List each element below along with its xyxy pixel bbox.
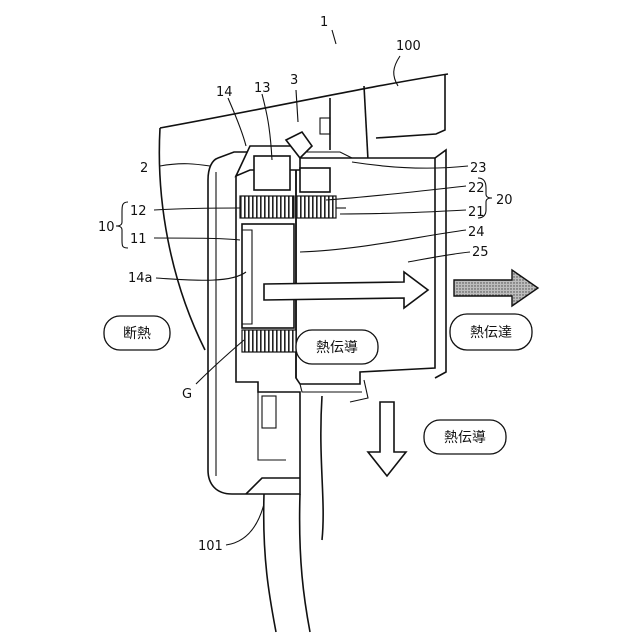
label-13: 13 bbox=[254, 81, 271, 96]
label-21: 21 bbox=[468, 205, 485, 220]
label-24: 24 bbox=[468, 225, 485, 240]
callout-conduction-center-text: 熱伝導 bbox=[316, 340, 358, 356]
callout-transfer-right-text: 熱伝達 bbox=[470, 325, 512, 341]
element-11 bbox=[242, 224, 294, 328]
element-12-bottom bbox=[242, 330, 296, 352]
label-3: 3 bbox=[290, 73, 298, 88]
label-2: 2 bbox=[140, 161, 148, 176]
brace-10 bbox=[116, 202, 128, 248]
label-100: 100 bbox=[396, 39, 421, 54]
label-11: 11 bbox=[130, 232, 147, 247]
label-25: 25 bbox=[472, 245, 489, 260]
label-23: 23 bbox=[470, 161, 487, 176]
callout-conduction-down: 熱伝導 bbox=[424, 420, 506, 454]
callout-insulation-text: 断熱 bbox=[123, 326, 151, 342]
label-1: 1 bbox=[320, 15, 328, 30]
label-G: G bbox=[182, 387, 192, 402]
heat-transfer-arrow-right bbox=[454, 270, 538, 306]
label-20: 20 bbox=[496, 193, 513, 208]
label-10: 10 bbox=[98, 220, 115, 235]
label-101: 101 bbox=[198, 539, 223, 554]
label-14a: 14a bbox=[128, 271, 153, 286]
label-12: 12 bbox=[130, 204, 147, 219]
callout-insulation: 断熱 bbox=[104, 316, 170, 350]
callout-conduction-down-text: 熱伝導 bbox=[444, 430, 486, 446]
callout-transfer-right: 熱伝達 bbox=[450, 314, 532, 350]
heat-conduction-arrow-down bbox=[368, 402, 406, 476]
label-22: 22 bbox=[468, 181, 485, 196]
callout-conduction-center: 熱伝導 bbox=[296, 330, 378, 364]
label-14: 14 bbox=[216, 85, 233, 100]
